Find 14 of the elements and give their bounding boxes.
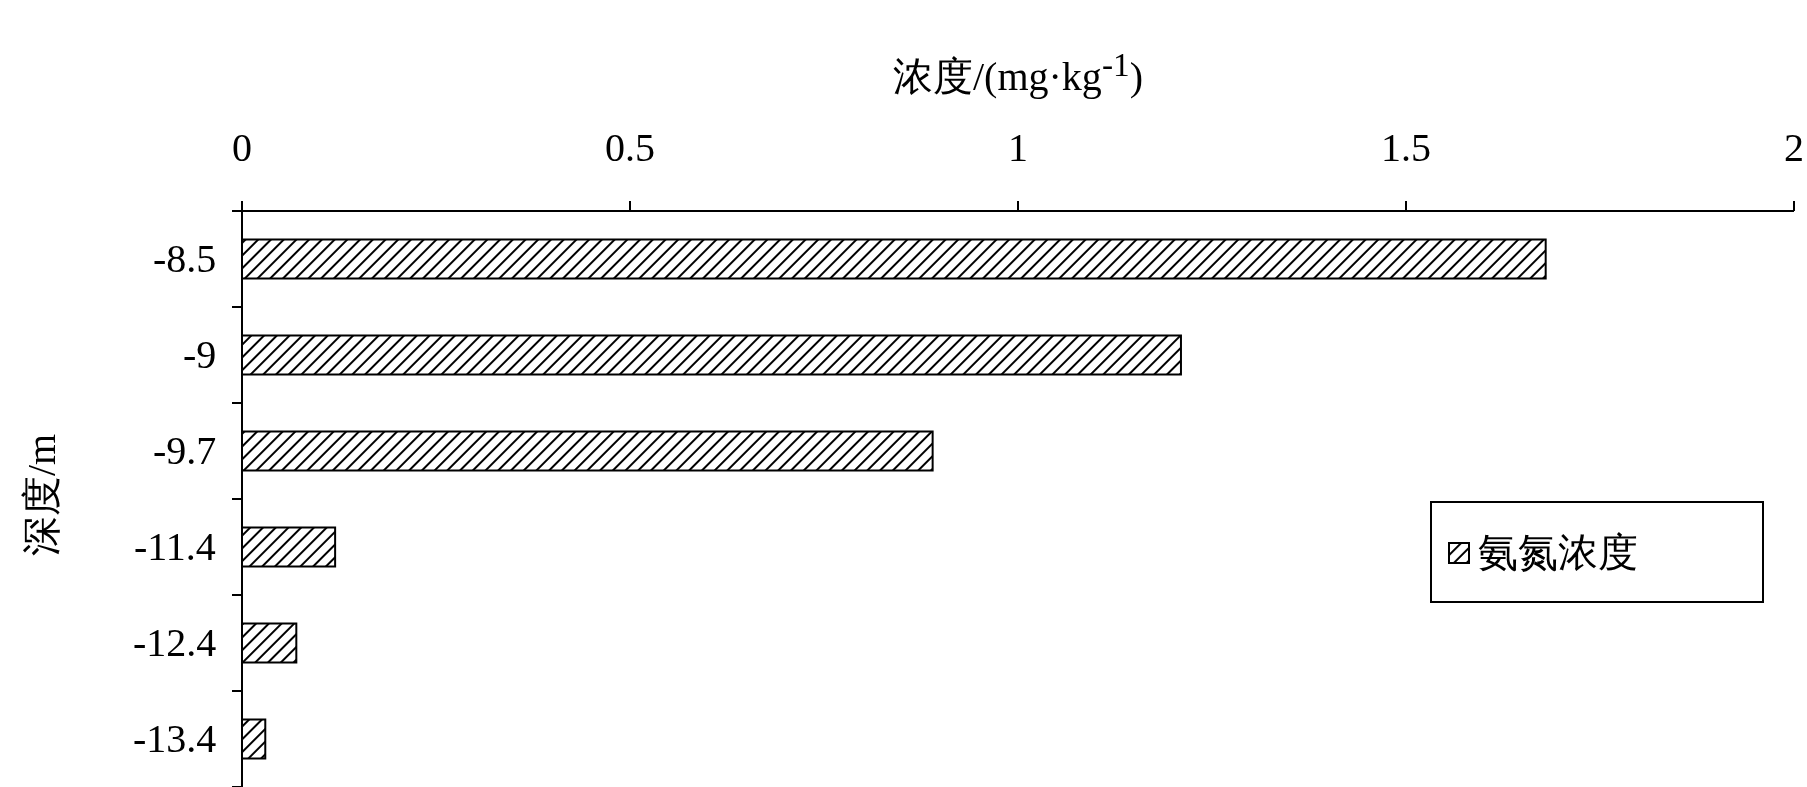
axis-title: 深度/m bbox=[22, 433, 63, 557]
axis-title: 浓度/(mg·kg$^{-1}$) bbox=[893, 48, 1143, 98]
category-label: -12.4 bbox=[133, 623, 217, 663]
category-label: -9 bbox=[183, 335, 217, 375]
tick-label: 0.5 bbox=[605, 128, 655, 168]
category-label: -9.7 bbox=[153, 431, 217, 471]
category-label: -11.4 bbox=[134, 527, 216, 567]
tick-label: 1 bbox=[1008, 128, 1028, 168]
tick-label: 2 bbox=[1784, 128, 1804, 168]
legend-label: 氨氮浓度 bbox=[1478, 533, 1638, 573]
category-label: -8.5 bbox=[153, 239, 217, 279]
category-label: -13.4 bbox=[133, 719, 217, 759]
tick-label: 0 bbox=[232, 128, 252, 168]
tick-label: 1.5 bbox=[1381, 128, 1431, 168]
